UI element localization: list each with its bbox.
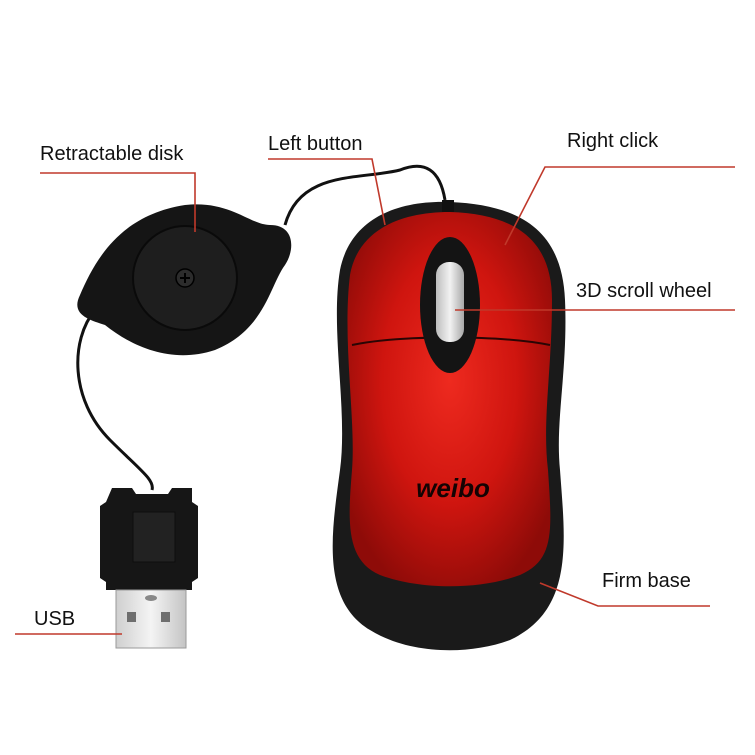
callout-usb: USB [34,608,76,630]
callout-scroll-wheel: 3D scroll wheel [576,280,712,302]
brand-logo: weibo [416,473,490,503]
callout-firm-base: Firm base [602,570,691,592]
callout-right-click: Right click [567,130,659,152]
mouse-body: weibo [332,200,566,651]
usb-connector [100,488,198,649]
callout-retractable-disk: Retractable disk [40,143,184,165]
retractable-disk [77,204,292,356]
cable [76,164,447,491]
callout-left-button: Left button [268,133,363,155]
callout-lines [15,158,735,635]
